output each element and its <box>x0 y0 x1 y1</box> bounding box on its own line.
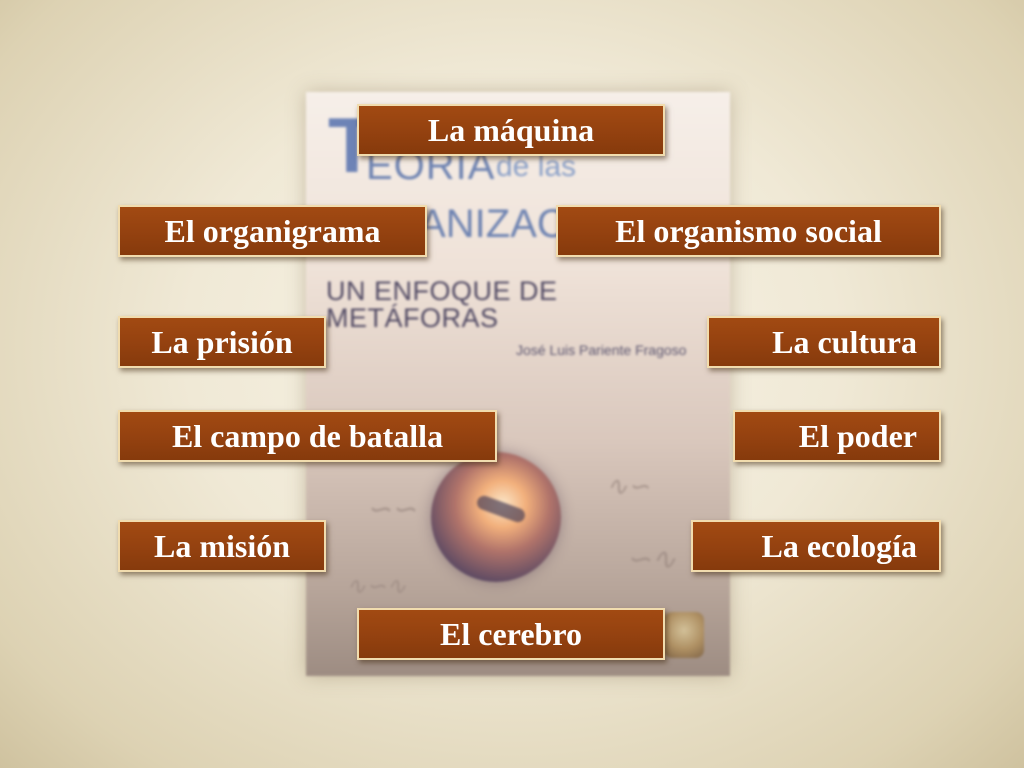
metaphor-box-cultura[interactable]: La cultura <box>707 316 941 368</box>
metaphor-box-organismo-social[interactable]: El organismo social <box>556 205 941 257</box>
metaphor-box-maquina[interactable]: La máquina <box>357 104 665 156</box>
metaphor-box-prision[interactable]: La prisión <box>118 316 326 368</box>
book-author: José Luis Pariente Fragoso <box>516 342 687 358</box>
metaphor-box-mision[interactable]: La misión <box>118 520 326 572</box>
metaphor-box-organigrama[interactable]: El organigrama <box>118 205 427 257</box>
metaphor-box-cerebro[interactable]: El cerebro <box>357 608 665 660</box>
book-crystal-ball-illustration <box>431 452 561 582</box>
book-decoration-scribble: ∿∽ <box>606 472 650 501</box>
publisher-seal-icon <box>664 612 704 658</box>
book-cover-image: T EORÍA de las ORGANIZACIONES UN ENFOQUE… <box>306 92 730 676</box>
book-subtitle: UN ENFOQUE DE METÁFORAS <box>326 276 558 333</box>
book-decoration-scribble: ∽∿ <box>626 543 677 576</box>
book-decoration-scribble: ∽∽ <box>366 493 417 526</box>
metaphor-box-poder[interactable]: El poder <box>733 410 941 462</box>
book-decoration-scribble: ∿∽∿ <box>346 574 407 600</box>
metaphor-box-campo-de-batalla[interactable]: El campo de batalla <box>118 410 497 462</box>
book-title-de-las: de las <box>496 150 577 183</box>
metaphor-box-ecologia[interactable]: La ecología <box>691 520 941 572</box>
